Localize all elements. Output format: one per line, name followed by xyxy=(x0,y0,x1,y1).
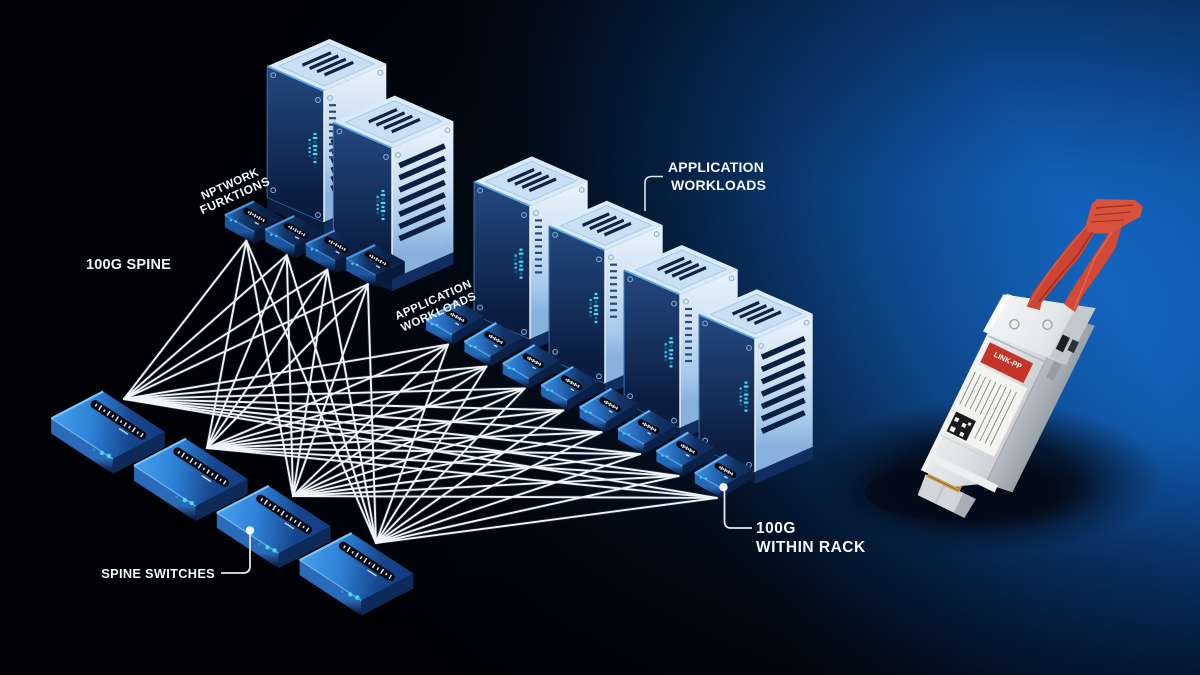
svg-text:WORKLOADS: WORKLOADS xyxy=(671,177,766,193)
svg-text:WITHIN RACK: WITHIN RACK xyxy=(756,539,866,556)
svg-text:APPLICATION: APPLICATION xyxy=(668,159,764,175)
svg-text:SPINE SWITCHES: SPINE SWITCHES xyxy=(101,566,215,581)
svg-text:100G SPINE: 100G SPINE xyxy=(86,257,171,273)
svg-text:100G: 100G xyxy=(756,520,796,537)
